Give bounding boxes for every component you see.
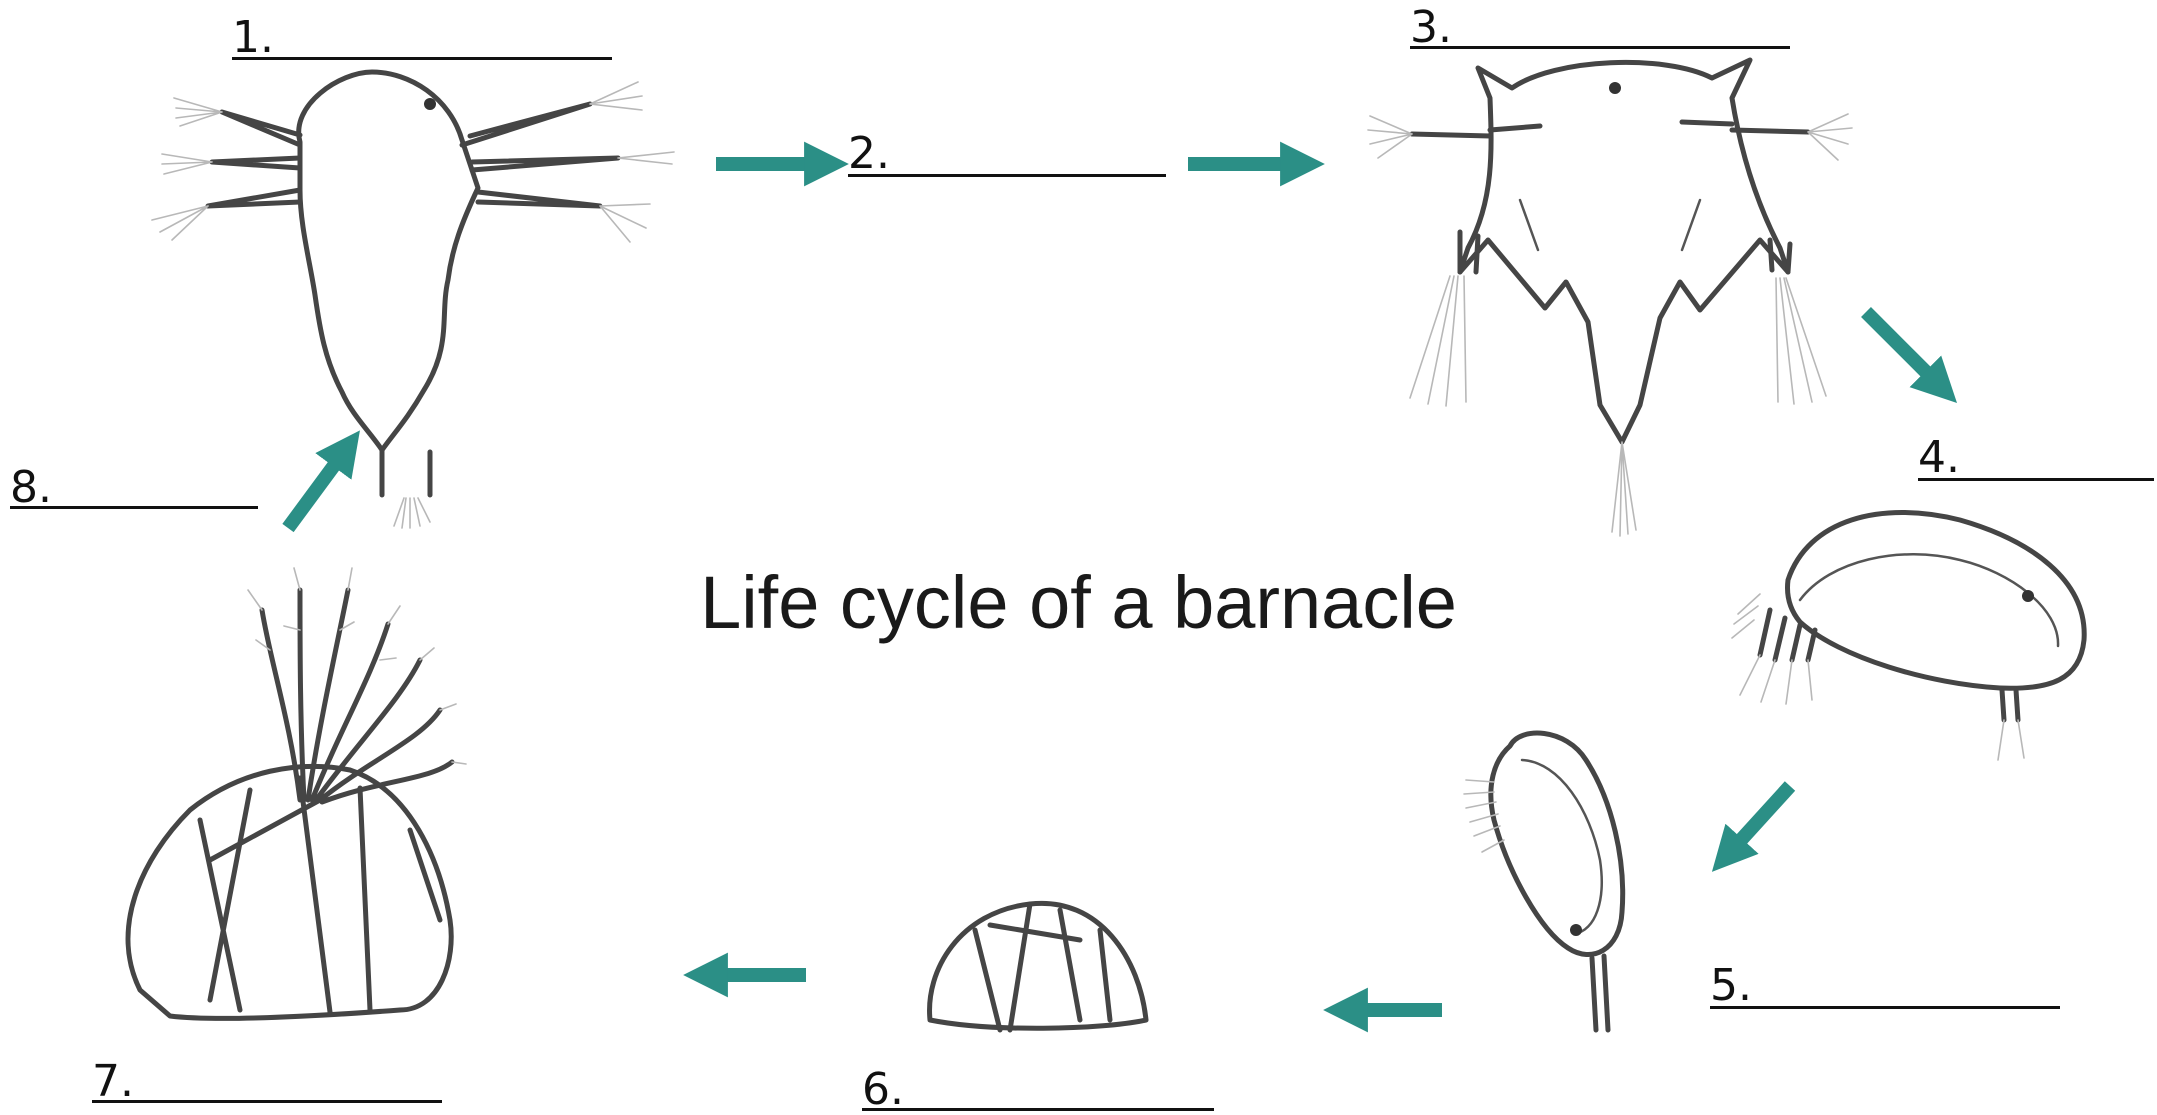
arrow-4-to-5 [1730, 786, 1790, 852]
nauplius-larva-drawing [152, 72, 674, 528]
cycle-arrows [288, 164, 1938, 1010]
adult-barnacle-drawing [128, 568, 466, 1018]
arrow-7-to-8 [288, 452, 344, 528]
cyprid-larva-drawing [1732, 513, 2084, 761]
arrow-3-to-4 [1866, 312, 1938, 384]
later-nauplius-drawing [1368, 60, 1852, 536]
settling-cyprid-drawing [1464, 733, 1623, 1030]
juvenile-barnacle-drawing [930, 903, 1146, 1030]
